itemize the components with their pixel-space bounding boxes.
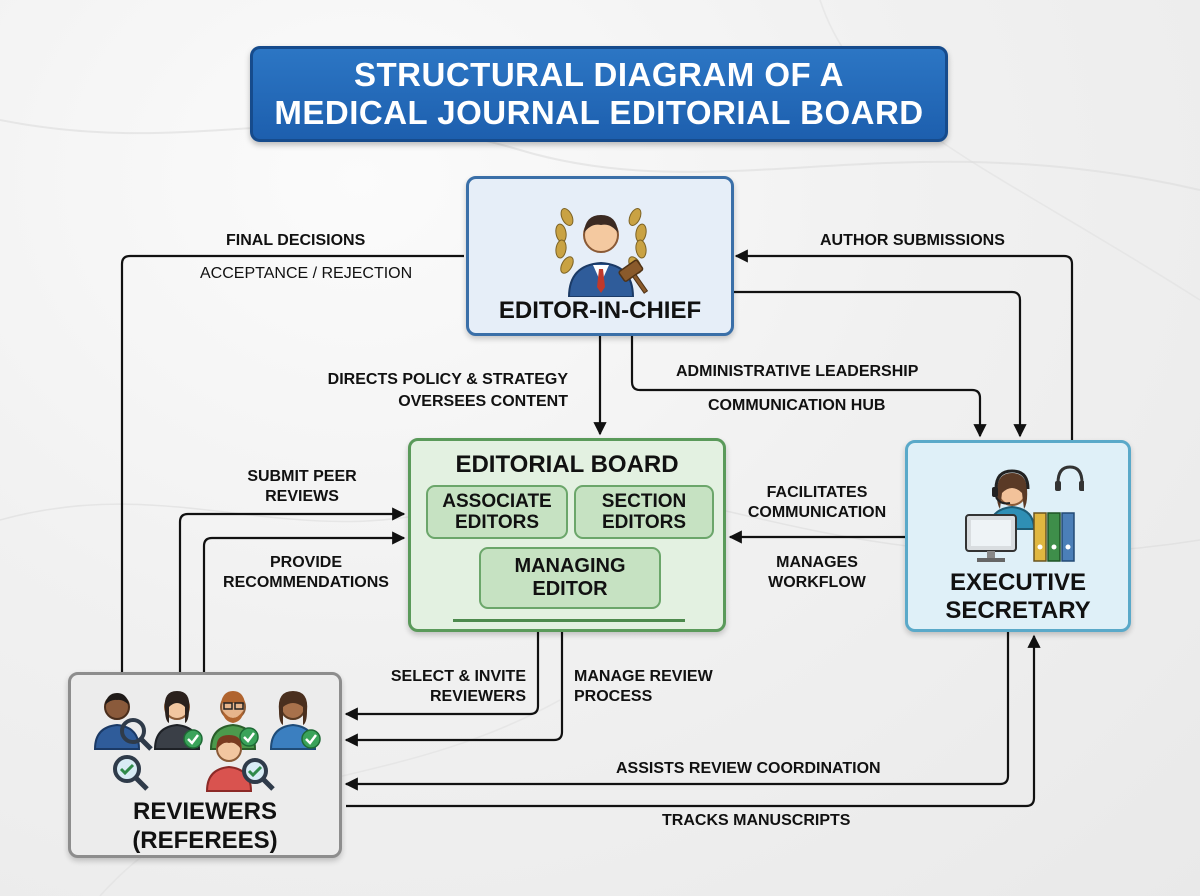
- edge-final-decisions: [120, 254, 464, 672]
- reviewers-group-with-magnifiers-icon: [93, 691, 321, 792]
- label-author-submissions: AUTHOR SUBMISSIONS: [820, 232, 1005, 249]
- label-directs-policy: DIRECTS POLICY & STRATEGY: [327, 371, 568, 388]
- section-editors-line-1: SECTION: [601, 491, 687, 512]
- edge-provide-recommendations: [202, 531, 406, 672]
- label-submit-peer-1: SUBMIT PEER: [247, 468, 357, 485]
- associate-editors-line-2: EDITORS: [454, 512, 540, 533]
- edge-assists-review-coordination: [344, 632, 1010, 791]
- reviewers-line-1: REVIEWERS: [132, 798, 278, 825]
- label-select-invite-2: REVIEWERS: [429, 688, 526, 705]
- label-facilitates-2: COMMUNICATION: [747, 504, 887, 521]
- label-assists-review: ASSISTS REVIEW COORDINATION: [616, 760, 881, 777]
- label-communication-hub: COMMUNICATION HUB: [708, 397, 886, 414]
- executive-with-laurel-and-gavel-icon: [555, 208, 649, 297]
- label-facilitates-1: FACILITATES: [766, 484, 868, 501]
- reviewers-line-2: (REFEREES): [132, 827, 278, 854]
- diagram-title: STRUCTURAL DIAGRAM OF A MEDICAL JOURNAL …: [250, 46, 948, 142]
- editorial-board-label: EDITORIAL BOARD: [455, 451, 679, 478]
- label-select-invite-1: SELECT & INVITE: [390, 668, 526, 685]
- sub-managing-editor: MANAGING EDITOR: [479, 547, 661, 609]
- label-manages-2: WORKFLOW: [768, 574, 866, 591]
- node-executive-secretary: EXECUTIVE SECRETARY: [905, 440, 1131, 632]
- edge-manage-review-process: [344, 632, 564, 747]
- executive-secretary-line-2: SECRETARY: [945, 597, 1091, 624]
- label-acceptance-rejection: ACCEPTANCE / REJECTION: [200, 265, 413, 282]
- label-manages-1: MANAGES: [776, 554, 858, 571]
- edge-select-invite-reviewers: [344, 632, 540, 721]
- managing-editor-line-1: MANAGING: [514, 555, 626, 577]
- label-administrative-leadership: ADMINISTRATIVE LEADERSHIP: [676, 363, 919, 380]
- sub-section-editors: SECTION EDITORS: [574, 485, 714, 539]
- secretary-with-headset-and-binders-icon: [965, 465, 1084, 562]
- label-provide-rec-1: PROVIDE: [269, 554, 342, 571]
- label-provide-rec-2: RECOMMENDATIONS: [223, 574, 389, 591]
- editor-in-chief-label: EDITOR-IN-CHIEF: [498, 297, 702, 324]
- node-editorial-board: EDITORIAL BOARD ASSOCIATE EDITORS SECTIO…: [408, 438, 726, 632]
- label-submit-peer-2: REVIEWS: [265, 488, 339, 505]
- label-manage-review-1: MANAGE REVIEW: [574, 668, 713, 685]
- label-manage-review-2: PROCESS: [574, 688, 653, 705]
- label-final-decisions: FINAL DECISIONS: [226, 232, 366, 249]
- label-tracks-manuscripts: TRACKS MANUSCRIPTS: [662, 812, 851, 829]
- edge-eic-to-exec-outer: [734, 290, 1027, 438]
- board-divider: [453, 619, 685, 622]
- managing-editor-line-2: EDITOR: [532, 578, 608, 600]
- sub-associate-editors: ASSOCIATE EDITORS: [426, 485, 568, 539]
- reviewers-label: REVIEWERS (REFEREES): [71, 797, 339, 855]
- executive-secretary-line-1: EXECUTIVE: [949, 569, 1087, 596]
- edge-submit-peer-reviews: [178, 507, 406, 672]
- associate-editors-line-1: ASSOCIATE: [442, 491, 552, 512]
- section-editors-line-2: EDITORS: [601, 512, 687, 533]
- edge-administrative-leadership: [630, 336, 987, 438]
- edge-author-submissions: [734, 249, 1074, 440]
- title-line-1: STRUCTURAL DIAGRAM OF A: [354, 56, 844, 93]
- executive-secretary-label: EXECUTIVE SECRETARY: [908, 569, 1128, 625]
- label-oversees-content: OVERSEES CONTENT: [398, 393, 568, 410]
- title-line-2: MEDICAL JOURNAL EDITORIAL BOARD: [274, 94, 924, 131]
- edge-tracks-manuscripts: [346, 634, 1041, 808]
- node-reviewers: REVIEWERS (REFEREES): [68, 672, 342, 858]
- node-editor-in-chief: EDITOR-IN-CHIEF: [466, 176, 734, 336]
